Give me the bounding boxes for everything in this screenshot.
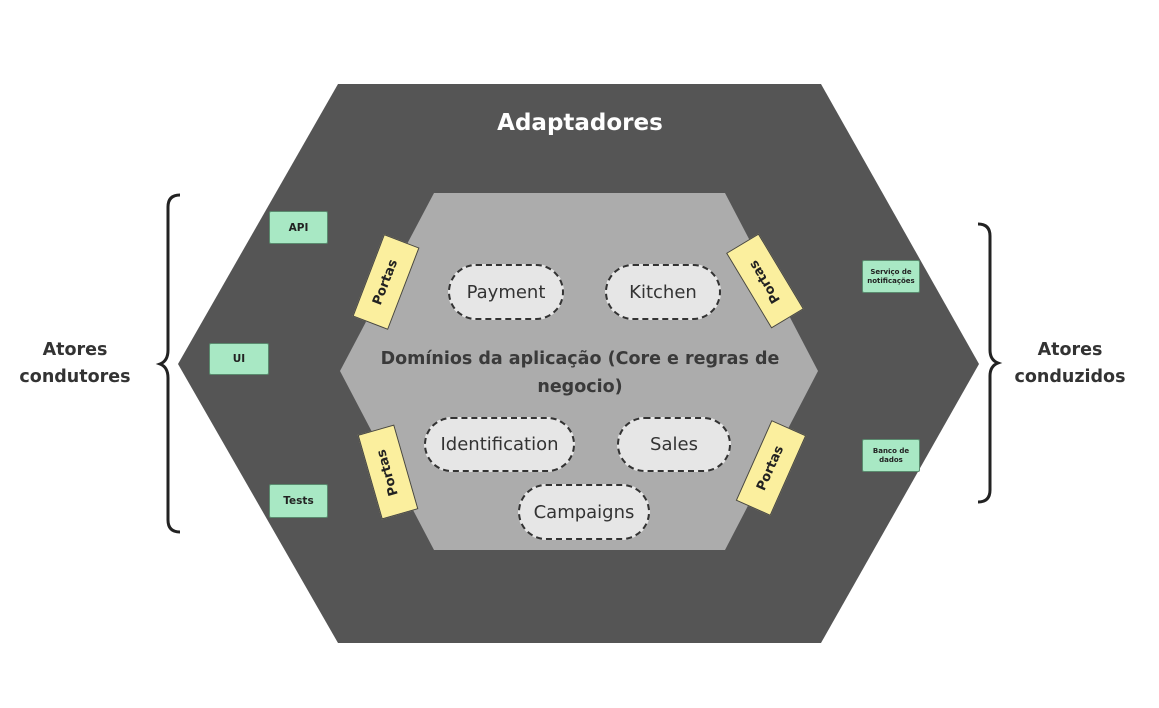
port-label: Portas bbox=[370, 257, 402, 307]
driven-actors-label: Atores conduzidos bbox=[1014, 340, 1126, 387]
left-bracket-icon bbox=[155, 193, 181, 534]
port-label: Portas bbox=[754, 443, 788, 493]
adapter-notification-service: Serviço de notificações bbox=[862, 260, 920, 293]
core-domain-title: Domínios da aplicação (Core e regras de … bbox=[380, 349, 780, 397]
driving-actors-label: Atores condutores bbox=[19, 340, 131, 387]
domain-payment: Payment bbox=[448, 264, 564, 320]
adapter-database: Banco de dados bbox=[862, 439, 920, 472]
adapters-title: Adaptadores bbox=[497, 110, 663, 136]
port-label: Portas bbox=[374, 447, 402, 497]
domain-sales: Sales bbox=[617, 417, 731, 472]
domain-campaigns: Campaigns bbox=[518, 484, 650, 540]
adapter-tests: Tests bbox=[269, 484, 328, 518]
adapter-ui: UI bbox=[209, 343, 269, 375]
adapter-api: API bbox=[269, 211, 328, 244]
right-bracket-icon bbox=[977, 222, 1003, 504]
domain-kitchen: Kitchen bbox=[605, 264, 721, 320]
domain-identification: Identification bbox=[424, 417, 575, 472]
